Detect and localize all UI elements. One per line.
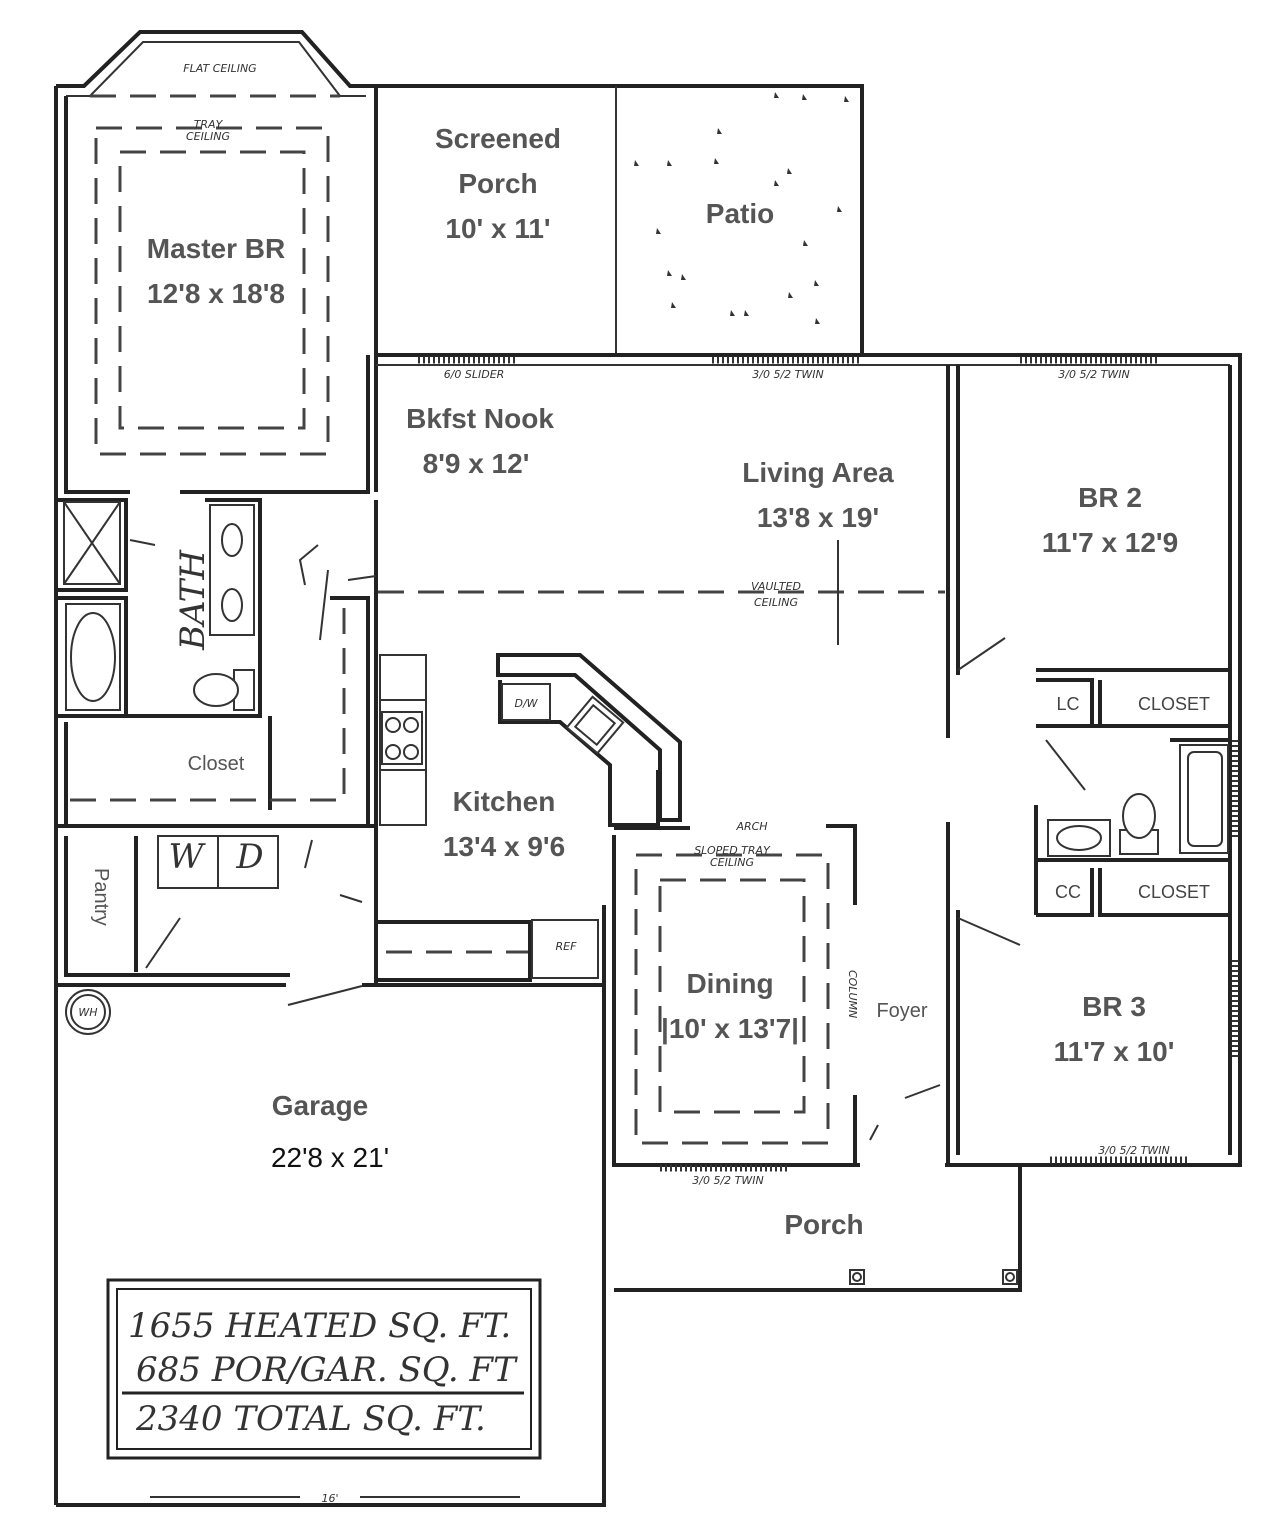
heated-sqft: 1655 HEATED SQ. FT. <box>128 1306 511 1346</box>
column-note: COLUMN <box>846 970 859 1018</box>
foyer-label: Foyer <box>876 1000 927 1022</box>
refrigerator-label: REF <box>556 940 578 953</box>
dining-label: Dining <box>686 968 773 999</box>
water-heater-label: WH <box>78 1006 97 1019</box>
patio-label: Patio <box>706 198 774 229</box>
screened-porch-dims: 10' x 11' <box>445 213 550 244</box>
dishwasher-label: D/W <box>514 697 538 710</box>
twin-window-br2-note: 3/0 5/2 TWIN <box>1058 368 1129 381</box>
dryer-label: D <box>235 837 263 877</box>
linen-closet-label: LC <box>1056 694 1079 714</box>
master-bath: BATH Closet <box>56 498 376 828</box>
screened-porch: Screened Porch 10' x 11' <box>376 84 864 355</box>
bath-label: BATH <box>173 549 213 651</box>
porch-garage-sqft: 685 POR/GAR. SQ. FT <box>136 1350 518 1390</box>
closet-br3-label: CLOSET <box>1138 882 1210 902</box>
dining-dims: |10' x 13'7| <box>661 1013 799 1044</box>
laundry-pantry: W D Pantry REF <box>56 824 599 1006</box>
bedroom-wing: LC CLOSET CC CLOSET BR 2 11'7 x 12'9 BR … <box>946 365 1232 1165</box>
washer-label: W <box>169 837 207 877</box>
closet-br2-label: CLOSET <box>1138 694 1210 714</box>
br2-label: BR 2 <box>1078 482 1142 513</box>
tray-ceiling-note-2: CEILING <box>186 130 230 143</box>
br3-label: BR 3 <box>1082 991 1146 1022</box>
kitchen: D/W Kitchen 13'4 x 9'6 <box>347 500 682 862</box>
arch-note: ARCH <box>735 820 767 833</box>
patio: Patio <box>634 92 849 324</box>
twin-window-dining-note: 3/0 5/2 TWIN <box>692 1174 763 1187</box>
garage-label: Garage <box>272 1090 369 1121</box>
twin-window-living-note: 3/0 5/2 TWIN <box>752 368 823 381</box>
br3-dims: 11'7 x 10' <box>1054 1036 1175 1067</box>
living-dims: 13'8 x 19' <box>757 502 879 533</box>
master-br-label: Master BR <box>147 233 285 264</box>
kitchen-label: Kitchen <box>453 786 556 817</box>
screened-porch-label-1: Screened <box>435 123 561 154</box>
square-footage-summary: 1655 HEATED SQ. FT. 685 POR/GAR. SQ. FT … <box>106 1278 542 1460</box>
coat-closet-label: CC <box>1055 882 1081 902</box>
garage: WH Garage 22'8 x 21' 16' <box>56 983 606 1507</box>
vaulted-ceiling-note-2: CEILING <box>754 596 798 609</box>
sloped-ceiling-note-2: CEILING <box>710 856 754 869</box>
vaulted-ceiling-note-1: VAULTED <box>751 580 801 593</box>
kitchen-dims: 13'4 x 9'6 <box>443 831 565 862</box>
br2-dims: 11'7 x 12'9 <box>1042 527 1178 558</box>
flat-ceiling-note: FLAT CEILING <box>183 62 256 75</box>
nook-dims: 8'9 x 12' <box>423 448 530 479</box>
dining-foyer: ARCH SLOPED TRAY CEILING COLUMN Dining |… <box>602 820 941 1290</box>
sloped-ceiling-note-1: SLOPED TRAY <box>694 844 771 857</box>
tray-ceiling-note-1: TRAY <box>194 118 224 131</box>
porch: 3/0 5/2 TWIN Porch <box>614 1164 1022 1292</box>
nook-label: Bkfst Nook <box>406 403 554 434</box>
slider-note: 6/0 SLIDER <box>444 368 505 381</box>
master-bedroom: FLAT CEILING TRAY CEILING Master BR 12'8… <box>54 30 378 1505</box>
screened-porch-label-2: Porch <box>458 168 537 199</box>
pantry-label: Pantry <box>90 868 112 926</box>
twin-window-br3-note: 3/0 5/2 TWIN <box>1098 1144 1169 1157</box>
living-label: Living Area <box>742 457 894 488</box>
master-closet-label: Closet <box>188 753 245 775</box>
nook-living: VAULTED CEILING Bkfst Nook 8'9 x 12' Liv… <box>378 403 945 645</box>
garage-door-width-note: 16' <box>321 1492 338 1505</box>
garage-dims: 22'8 x 21' <box>271 1142 389 1173</box>
porch-label: Porch <box>784 1209 863 1240</box>
total-sqft: 2340 TOTAL SQ. FT. <box>135 1399 486 1439</box>
master-br-dims: 12'8 x 18'8 <box>147 278 285 309</box>
